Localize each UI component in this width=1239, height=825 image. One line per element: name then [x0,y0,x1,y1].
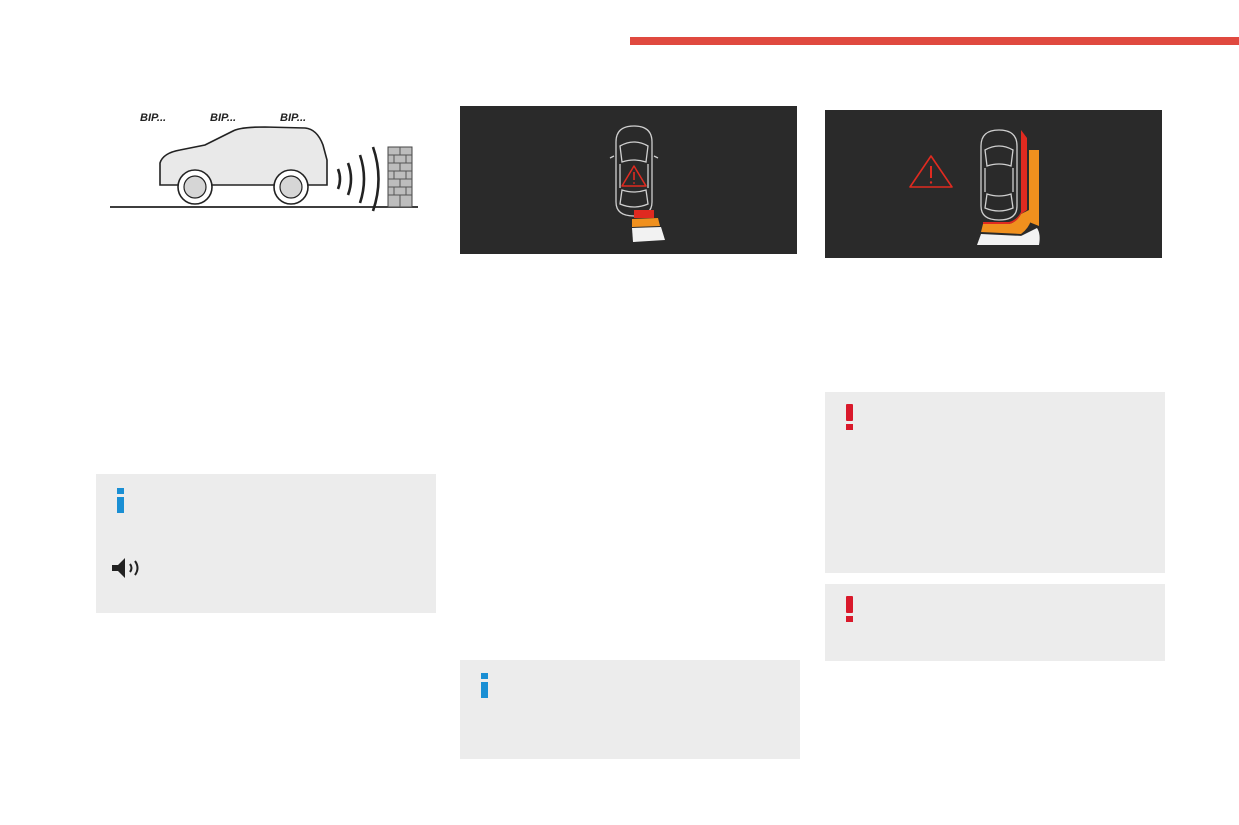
proximity-zones-icon [977,130,1040,245]
parking-sensor-illustration: BIP... BIP... BIP... [110,112,418,212]
parking-display-rear [460,106,797,254]
header-accent-bar [630,37,1239,45]
parking-display-side [825,110,1162,258]
warning-note [825,392,1165,573]
warning-icon [845,596,855,624]
warning-icon [845,404,855,432]
info-icon [116,488,126,516]
proximity-zones-icon [632,210,665,242]
car-top-view-icon [609,125,659,217]
warning-note [825,584,1165,661]
warning-triangle-icon [621,165,647,187]
info-icon [480,673,490,701]
info-note [460,660,800,759]
sound-waves-icon [336,146,380,212]
info-note [96,474,436,613]
beep-label: BIP... [280,112,306,124]
car-top-view-icon [980,129,1018,221]
car-side-icon [159,126,328,205]
brick-wall-icon [387,146,413,208]
warning-triangle-icon [909,155,953,188]
speaker-icon [112,558,139,578]
beep-label: BIP... [140,112,166,124]
beep-label: BIP... [210,112,236,124]
